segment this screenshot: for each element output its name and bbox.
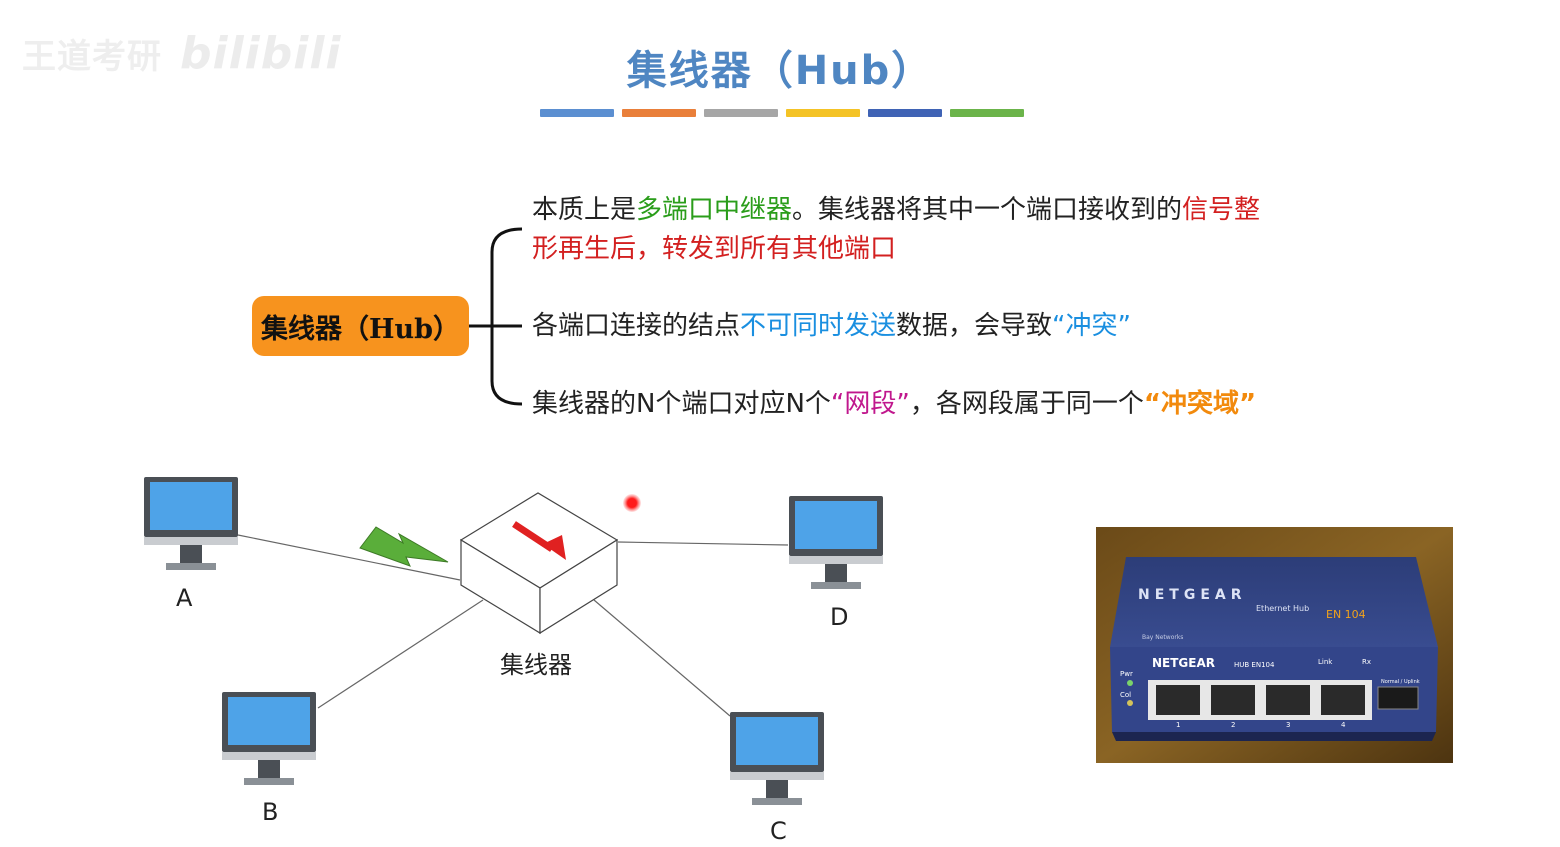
lightning-bolt-icon: [359, 526, 449, 567]
node-label-b: B: [262, 798, 279, 826]
photo-port-3: 3: [1286, 721, 1290, 729]
mindmap-root: 集线器（Hub）: [252, 296, 469, 356]
cable-a: [237, 534, 461, 581]
cable-b: [317, 599, 484, 709]
photo-port-1: 1: [1176, 721, 1180, 729]
color-bar-2: [622, 109, 696, 117]
hub-photo: NETGEAR Ethernet Hub EN 104 Bay Networks…: [1096, 527, 1453, 763]
node-label-a: A: [176, 584, 193, 612]
computer-d-icon: [789, 496, 883, 589]
branch-3-text-2: ，各网段属于同一个: [909, 389, 1144, 419]
branch-1-highlight-1: 多端口中继器: [636, 195, 793, 225]
bilibili-logo: bilibili: [180, 28, 342, 79]
watermark-text: 王道考研: [22, 37, 162, 77]
branch-2-text-1: 各端口连接的结点: [532, 311, 741, 341]
photo-front-brand: NETGEAR: [1152, 656, 1215, 670]
photo-brand: NETGEAR: [1138, 587, 1247, 603]
photo-model: EN 104: [1326, 608, 1366, 621]
red-arrow-icon: [512, 521, 566, 560]
color-bar-5: [868, 109, 942, 117]
hub-box: [459, 492, 619, 635]
node-label-d: D: [830, 603, 849, 631]
photo-subtitle: Ethernet Hub: [1256, 604, 1309, 613]
photo-port-2: 2: [1231, 721, 1235, 729]
photo-bay: Bay Networks: [1142, 634, 1183, 641]
photo-status-rx: Rx: [1362, 658, 1371, 666]
laser-pointer-dot: [623, 494, 641, 512]
photo-led-pwr: Pwr: [1120, 670, 1133, 678]
color-bar-6: [950, 109, 1024, 117]
branch-1-text-1: 本质上是: [532, 195, 637, 225]
branch-3-highlight-2: “冲突域”: [1143, 389, 1257, 419]
branch-1-text-2: 。集线器将其中一个端口接收到的: [792, 195, 1183, 225]
branch-2-text-2: 数据，会导致: [896, 311, 1053, 341]
photo-switch-label: Normal / Uplink: [1381, 679, 1420, 685]
computer-b-icon: [222, 692, 316, 785]
photo-status-link: Link: [1318, 658, 1333, 666]
color-bar-4: [786, 109, 860, 117]
branch-1-highlight-3: 形再生后，转发到所有其他端口: [532, 234, 897, 264]
color-bar-1: [540, 109, 614, 117]
node-label-c: C: [770, 817, 787, 845]
branch-3-highlight-1: “网段”: [830, 389, 910, 419]
branch-1-highlight-2: 信号整: [1182, 195, 1261, 225]
branch-2-highlight-2: “冲突”: [1052, 311, 1131, 341]
hub-label: 集线器: [500, 651, 572, 679]
computer-a-icon: [144, 477, 238, 570]
computer-c-icon: [730, 712, 824, 805]
mindmap-branch-3: 集线器的N个端口对应N个“网段”，各网段属于同一个“冲突域”: [532, 385, 1256, 424]
cable-c: [593, 599, 731, 717]
photo-led-col: Col: [1120, 691, 1131, 699]
branch-3-text-1: 集线器的N个端口对应N个: [532, 389, 831, 419]
slide-title: 集线器（Hub）: [626, 48, 934, 94]
watermark: 王道考研 bilibili: [22, 28, 341, 79]
mindmap-branch-1: 本质上是多端口中继器。集线器将其中一个端口接收到的信号整形再生后，转发到所有其他…: [532, 191, 1260, 269]
branch-2-highlight-1: 不可同时发送: [740, 311, 897, 341]
color-bars: [540, 109, 1024, 117]
mindmap-branch-2: 各端口连接的结点不可同时发送数据，会导致“冲突”: [532, 307, 1131, 346]
photo-front-model: HUB EN104: [1234, 661, 1275, 669]
photo-port-4: 4: [1341, 721, 1346, 729]
color-bar-3: [704, 109, 778, 117]
cable-d: [617, 541, 789, 546]
